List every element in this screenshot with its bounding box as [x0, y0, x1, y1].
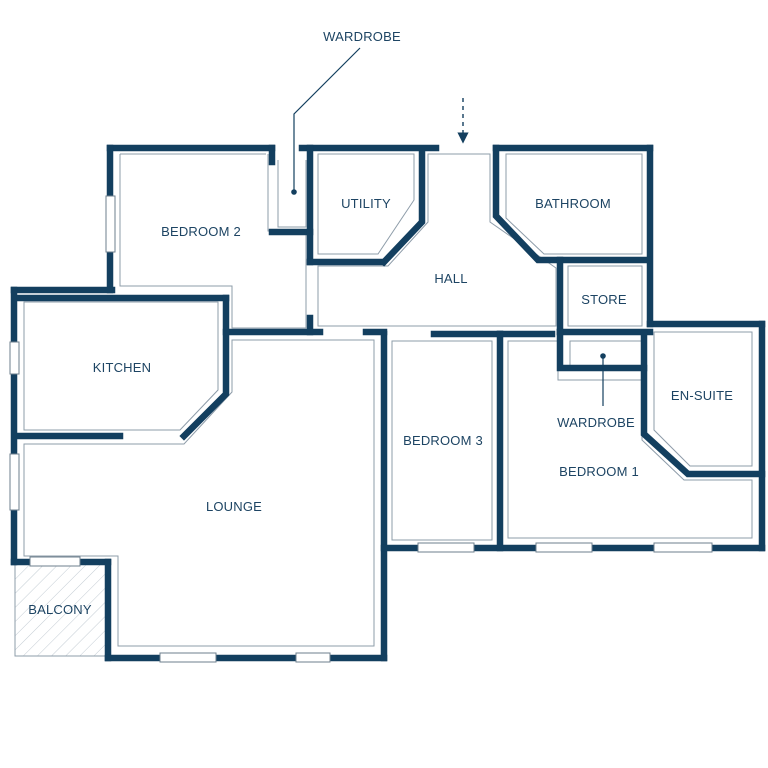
kitchen-outline: [23, 301, 219, 431]
store-label: STORE: [581, 292, 627, 307]
wardrobe-top-leader: [291, 47, 361, 195]
bathroom-outline: [505, 153, 643, 255]
wardrobe-top-outline: [277, 160, 307, 228]
labels: WARDROBE BEDROOM 2 UTILITY BATHROOM HALL…: [28, 29, 733, 617]
window-icon: [535, 542, 593, 553]
window-icon: [159, 652, 217, 663]
window-icon: [653, 542, 713, 553]
window-icon: [9, 341, 20, 375]
bathroom-label: BATHROOM: [535, 196, 611, 211]
store-outline: [567, 265, 643, 327]
wardrobe-bedroom-1-label: WARDROBE: [557, 415, 635, 430]
bedroom-2-label: BEDROOM 2: [161, 224, 241, 239]
bedroom-1-label: BEDROOM 1: [559, 464, 639, 479]
en-suite-label: EN-SUITE: [671, 388, 733, 403]
inner-room-lines: [23, 153, 753, 647]
windows: [9, 195, 713, 663]
wardrobe-bedroom-1-outline: [569, 340, 643, 367]
lounge-outline: [23, 339, 375, 647]
window-icon: [295, 652, 331, 663]
kitchen-label: KITCHEN: [93, 360, 151, 375]
window-icon: [9, 453, 20, 511]
window-icon: [105, 195, 116, 253]
hall-label: HALL: [434, 271, 467, 286]
balcony-label: BALCONY: [28, 602, 92, 617]
balcony: [14, 561, 108, 657]
en-suite-outline: [653, 331, 753, 467]
lounge-label: LOUNGE: [206, 499, 262, 514]
bedroom-3-label: BEDROOM 3: [403, 433, 483, 448]
wardrobe-top-label: WARDROBE: [323, 29, 401, 44]
wardrobe-bedroom-1-leader: [600, 353, 606, 406]
utility-label: UTILITY: [341, 196, 391, 211]
walls: [10, 144, 766, 662]
window-icon: [29, 556, 81, 567]
hall-outline: [317, 153, 557, 327]
bedroom-3-outline: [391, 340, 493, 541]
utility-outline: [317, 153, 415, 255]
window-icon: [417, 542, 475, 553]
